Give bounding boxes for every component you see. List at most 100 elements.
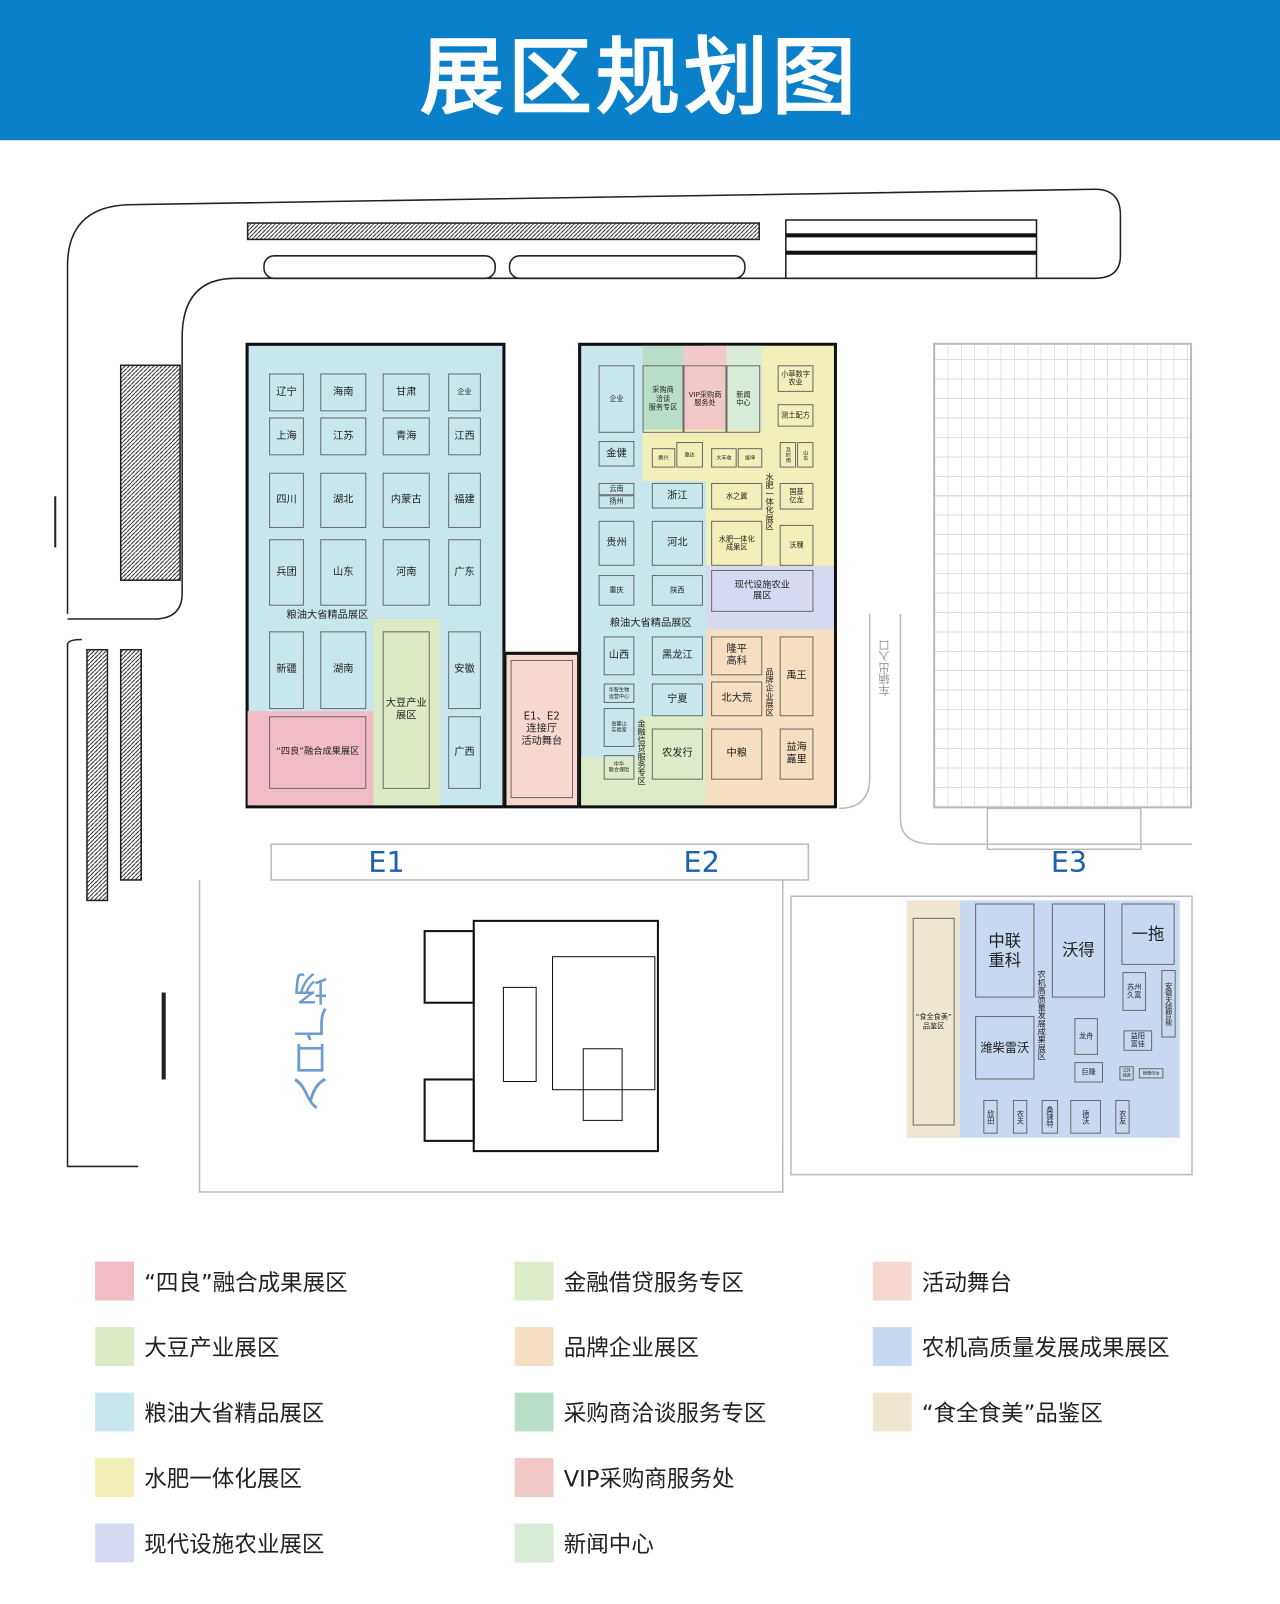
zone-label-brand: 品牌企业展区 <box>764 667 775 717</box>
zone-label-grain-oil: 粮油大省精品展区 <box>286 609 369 622</box>
booth[interactable]: 青海 <box>382 417 430 456</box>
booth[interactable]: 苏州 久富 <box>1122 972 1146 1011</box>
booth[interactable]: 禹王 <box>779 636 814 717</box>
booth[interactable]: 隆平 高科 <box>711 636 763 676</box>
zone-food <box>906 900 960 1138</box>
booth[interactable]: 福建 <box>448 472 481 528</box>
legend-item: 农机高质量发展成果展区 <box>872 1327 1170 1366</box>
booth[interactable]: 水肥一体化 成果区 <box>711 520 763 566</box>
booth[interactable]: 山西 <box>603 636 635 676</box>
booth[interactable]: 益海 嘉里 <box>779 728 814 780</box>
booth[interactable]: 德隆传动 <box>1138 1068 1164 1079</box>
booth[interactable]: 农夫 <box>1012 1099 1028 1134</box>
booth[interactable]: 江苏 绿源 <box>1119 1066 1134 1081</box>
booth[interactable]: 广西 <box>448 716 481 789</box>
booth[interactable]: 贵州 <box>598 520 635 566</box>
booth[interactable]: 中华 联合保险 <box>603 755 635 780</box>
booth[interactable]: 潍柴雷沃 <box>975 1016 1035 1080</box>
booth[interactable]: 企业 <box>448 373 481 412</box>
booth[interactable]: 陕西 <box>651 575 703 606</box>
legend-swatch <box>514 1523 554 1563</box>
booth-soybean[interactable]: 大豆产业 展区 <box>382 631 430 789</box>
vehicle-entrance-label: 车辆出入口 <box>877 639 892 696</box>
activity-stage[interactable]: E1、E2 连接厅 活动舞台 <box>510 659 573 799</box>
purchaser-area[interactable]: 采购商 洽谈 服务专区 <box>642 365 684 433</box>
booth[interactable]: 兵团 <box>269 539 304 606</box>
booth[interactable]: 中联 重科 <box>975 903 1035 998</box>
booth[interactable]: 安徽 <box>448 631 481 710</box>
booth[interactable]: 河南 <box>382 539 430 606</box>
booth[interactable]: 安徽天德智能 <box>1161 969 1176 1038</box>
vip-service[interactable]: VIP采购商 服务处 <box>683 365 727 433</box>
booth[interactable]: 山东 <box>797 442 814 468</box>
legend-item: 品牌企业展区 <box>514 1327 699 1366</box>
news-center[interactable]: 新闻 中心 <box>726 365 761 433</box>
booth-siliang[interactable]: “四良”融合成果展区 <box>269 716 367 789</box>
booth[interactable]: 湖北 <box>320 472 367 528</box>
booth[interactable]: 宁夏 <box>651 683 703 717</box>
legend-item: 新闻中心 <box>514 1523 654 1563</box>
booth[interactable]: 江西 <box>448 417 481 456</box>
booth[interactable]: 惠达 <box>676 442 703 468</box>
booth[interactable]: 现代设施农业 展区 <box>711 569 814 612</box>
booth[interactable]: 焜坤 <box>737 448 763 468</box>
booth[interactable]: 金健 <box>598 440 635 467</box>
entrance-plaza-label: 入口广场 <box>293 972 335 1112</box>
zone-siliang <box>247 711 374 806</box>
booth[interactable]: 甘肃 <box>382 373 430 412</box>
booth[interactable]: 沃稞 <box>779 524 814 566</box>
booth[interactable]: 岳麓山 实验室 <box>603 708 635 747</box>
booth[interactable]: 巨隆 <box>1074 1062 1104 1083</box>
booth[interactable]: 湖南 <box>320 631 367 710</box>
booth[interactable]: 四川 <box>269 472 304 528</box>
legend-swatch <box>514 1261 554 1301</box>
legend-swatch <box>872 1392 912 1432</box>
booth[interactable]: 江苏 <box>320 417 367 456</box>
zone-purchaser <box>642 345 684 430</box>
legend-item: 大豆产业展区 <box>95 1327 279 1366</box>
legend-swatch <box>872 1327 912 1366</box>
booth[interactable]: 农友 <box>1115 1099 1130 1134</box>
booth[interactable]: 广东 <box>448 539 481 606</box>
booth[interactable]: 农发行 <box>651 728 703 780</box>
booth[interactable]: 浙江 <box>651 482 703 509</box>
booth[interactable]: 辽宁 <box>269 373 304 412</box>
booth[interactable]: 欣田 <box>983 1099 998 1134</box>
food-tasting-area[interactable]: “食全食美” 品鉴区 <box>912 917 955 1126</box>
booth[interactable]: 沃得 <box>1051 903 1106 998</box>
booth[interactable]: 海南 <box>320 373 367 412</box>
booth[interactable]: 桑铼特 <box>1041 1099 1058 1134</box>
booth[interactable]: 北大荒 <box>711 681 763 717</box>
booth[interactable]: 内蒙古 <box>382 472 430 528</box>
legend-swatch <box>95 1327 135 1366</box>
booth[interactable]: 小草数字 农业 <box>777 365 814 392</box>
booth[interactable]: 中粮 <box>711 728 763 780</box>
booth[interactable]: 企业 <box>598 365 635 433</box>
booth[interactable]: 德沃 <box>1070 1099 1101 1134</box>
legend-swatch <box>95 1458 135 1497</box>
booth[interactable]: 山东 <box>320 539 367 606</box>
booth[interactable]: 一拖 <box>1121 903 1175 965</box>
header: 展区规划图 <box>0 0 1280 141</box>
booth[interactable]: 黑龙江 <box>651 636 703 676</box>
booth[interactable]: 鹏兴 <box>651 448 676 468</box>
legend-item: “食全食美”品鉴区 <box>872 1392 1103 1432</box>
booth[interactable]: 云南 <box>598 482 635 496</box>
booth[interactable]: 重庆 <box>598 575 635 606</box>
booth[interactable]: 龙舟 <box>1074 1018 1098 1055</box>
hall-label-e2: E2 <box>683 845 720 879</box>
booth[interactable]: 扬州 <box>598 495 635 509</box>
booth[interactable]: 国基 亿龙 <box>779 482 814 510</box>
booth[interactable]: 河北 <box>651 520 703 566</box>
booth[interactable]: 上海 <box>269 417 304 456</box>
booth[interactable]: 及时雨 <box>779 442 797 468</box>
booth[interactable]: 华智生物 运营中心 <box>603 683 635 703</box>
booth[interactable]: 测土配方 <box>777 404 814 427</box>
zone-label-agri: 农机高质量发展成果展区 <box>1037 969 1047 1061</box>
booth[interactable]: 益阳 富佳 <box>1123 1030 1153 1051</box>
booth[interactable]: 大丰收 <box>711 448 737 468</box>
legend-swatch <box>95 1261 135 1301</box>
booth[interactable]: 水之翼 <box>711 482 763 510</box>
booth[interactable]: 新疆 <box>269 631 304 710</box>
hall-label-e3: E3 <box>1050 845 1088 879</box>
